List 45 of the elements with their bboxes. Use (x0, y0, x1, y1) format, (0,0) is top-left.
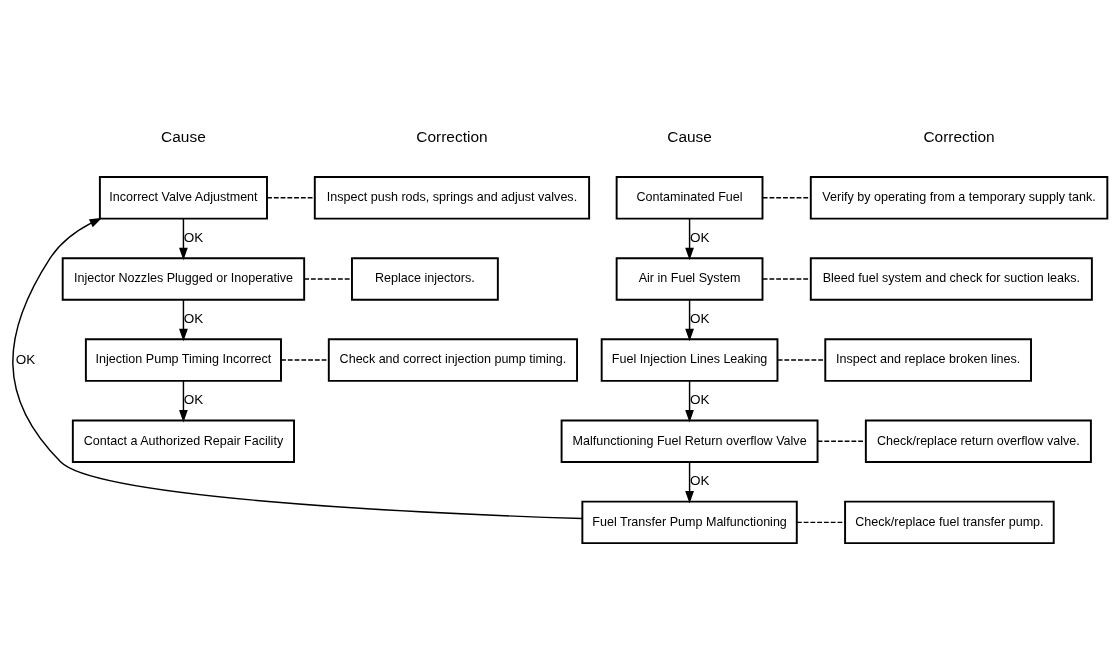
connector (266, 196, 316, 199)
edge-label: OK (183, 391, 204, 407)
arrow (179, 379, 188, 422)
edge-label: OK (689, 229, 710, 245)
node-box: Injector Nozzles Plugged or Inoperative (61, 256, 306, 301)
node-box: Incorrect Valve Adjustment (98, 175, 268, 220)
label: Correction (416, 127, 488, 145)
node-box: Contaminated Fuel (615, 175, 764, 220)
edge-label: OK (689, 391, 710, 407)
connector (761, 277, 812, 280)
arrow (179, 217, 188, 260)
arrow (685, 379, 694, 422)
connector (816, 440, 867, 442)
edge-label: OK (183, 229, 204, 245)
arrow (685, 460, 694, 504)
label: Cause (161, 127, 206, 145)
label: Cause (667, 127, 712, 145)
arrow (12, 217, 584, 519)
arrow (685, 298, 694, 341)
node-box: Fuel Injection Lines Leaking (600, 337, 779, 382)
node-box: Check and correct injection pump timing. (327, 337, 578, 382)
label: Correction (923, 127, 995, 145)
arrow (685, 217, 694, 260)
edge-label: OK (183, 310, 204, 326)
node-box: Check/replace fuel transfer pump. (844, 500, 1055, 544)
connector (776, 358, 826, 361)
arrow (179, 298, 188, 341)
connector (796, 521, 846, 523)
connector (303, 277, 353, 280)
connector (762, 196, 812, 199)
node-box: Injection Pump Timing Incorrect (84, 337, 282, 382)
node-box: Contact a Authorized Repair Facility (71, 419, 295, 463)
node-box: Bleed fuel system and check for suction leaks. (809, 256, 1093, 301)
node-box: Malfunctioning Fuel Return overflow Valve (560, 419, 819, 463)
node-box: Replace injectors. (351, 256, 499, 301)
node-box: Fuel Transfer Pump Malfunctioning (581, 500, 798, 544)
edge-label: OK (689, 310, 710, 326)
edge-label: OK (689, 472, 710, 488)
node-box: Check/replace return overflow valve. (864, 419, 1092, 463)
connector (280, 358, 330, 361)
node-box: Inspect push rods, springs and adjust valves. (313, 175, 591, 220)
node-box: Inspect and replace broken lines. (824, 337, 1032, 382)
node-box: Air in Fuel System (615, 256, 764, 301)
node-box: Verify by operating from a temporary supply tank. (809, 175, 1109, 220)
edge-label: OK (15, 351, 36, 367)
